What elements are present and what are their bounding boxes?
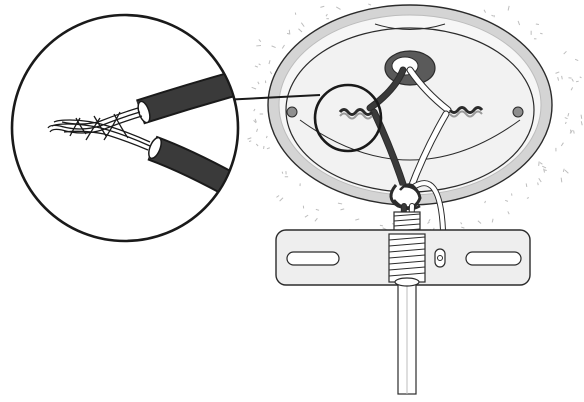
texture-speck bbox=[574, 58, 579, 62]
texture-speck bbox=[571, 78, 574, 82]
texture-speck bbox=[477, 220, 482, 224]
texture-speck bbox=[288, 29, 291, 35]
texture-speck bbox=[483, 9, 486, 13]
texture-speck bbox=[253, 120, 257, 124]
fixture-wires bbox=[370, 108, 450, 233]
texture-speck bbox=[564, 121, 567, 125]
texture-speck bbox=[517, 20, 521, 26]
texture-speck bbox=[491, 14, 494, 17]
texture-speck bbox=[298, 28, 303, 33]
threaded-nipple bbox=[388, 233, 426, 395]
texture-speck bbox=[539, 162, 543, 165]
texture-speck bbox=[255, 143, 259, 147]
texture-speck bbox=[569, 129, 573, 134]
texture-speck bbox=[257, 81, 260, 85]
texture-speck bbox=[491, 218, 494, 223]
texture-speck bbox=[540, 32, 543, 35]
texture-speck bbox=[538, 161, 540, 166]
box-screw-hole-right bbox=[512, 106, 524, 118]
texture-speck bbox=[560, 142, 564, 147]
texture-speck bbox=[320, 5, 325, 8]
texture-speck bbox=[573, 130, 575, 134]
texture-speck bbox=[304, 214, 309, 218]
texture-speck bbox=[427, 221, 430, 224]
wire-splice-left bbox=[338, 108, 374, 120]
texture-speck bbox=[570, 87, 574, 91]
texture-speck bbox=[286, 32, 290, 35]
texture-speck bbox=[251, 86, 257, 90]
detail-highlight-circle bbox=[313, 83, 383, 153]
texture-speck bbox=[575, 80, 579, 83]
texture-speck bbox=[256, 128, 259, 132]
texture-speck bbox=[537, 182, 539, 186]
texture-speck bbox=[271, 45, 276, 49]
texture-speck bbox=[281, 44, 285, 49]
texture-speck bbox=[254, 65, 259, 68]
texture-speck bbox=[580, 121, 583, 126]
texture-speck bbox=[269, 71, 273, 75]
texture-speck bbox=[258, 39, 262, 43]
texture-speck bbox=[248, 140, 252, 143]
texture-speck bbox=[579, 76, 582, 79]
texture-speck bbox=[507, 211, 510, 215]
callout-leader-line bbox=[221, 94, 321, 101]
ceiling-texture bbox=[247, 3, 583, 236]
magnified-twisted-strands bbox=[47, 107, 151, 151]
texture-speck bbox=[544, 169, 547, 171]
supply-wires bbox=[366, 66, 452, 114]
texture-speck bbox=[314, 217, 318, 222]
texture-speck bbox=[265, 135, 268, 139]
texture-speck bbox=[525, 183, 528, 188]
texture-speck bbox=[247, 137, 252, 140]
texture-speck bbox=[557, 76, 560, 81]
texture-speck bbox=[266, 147, 270, 150]
texture-speck bbox=[335, 6, 341, 10]
texture-speck bbox=[564, 117, 568, 120]
texture-speck bbox=[504, 199, 509, 202]
texture-speck bbox=[279, 197, 284, 202]
texture-speck bbox=[276, 195, 280, 198]
texture-speck bbox=[567, 112, 570, 117]
texture-speck bbox=[460, 222, 463, 225]
texture-speck bbox=[555, 71, 560, 74]
texture-speck bbox=[253, 108, 256, 112]
texture-speck bbox=[543, 168, 545, 173]
texture-speck bbox=[368, 3, 372, 6]
texture-speck bbox=[562, 168, 565, 173]
texture-speck bbox=[428, 218, 431, 222]
texture-speck bbox=[281, 171, 284, 174]
texture-speck bbox=[268, 60, 271, 65]
texture-speck bbox=[535, 23, 540, 26]
wire-splice-right bbox=[448, 106, 484, 118]
bracket-slot-right bbox=[465, 251, 522, 266]
texture-speck bbox=[461, 226, 465, 229]
texture-speck bbox=[580, 114, 583, 119]
texture-speck bbox=[300, 22, 305, 27]
texture-speck bbox=[542, 165, 547, 169]
texture-speck bbox=[484, 200, 486, 204]
texture-speck bbox=[538, 178, 542, 183]
texture-speck bbox=[315, 208, 320, 211]
bracket-slot-left bbox=[286, 251, 340, 266]
texture-speck bbox=[379, 224, 384, 227]
texture-speck bbox=[340, 208, 345, 211]
electrical-box bbox=[267, 4, 553, 206]
texture-speck bbox=[258, 63, 261, 66]
magnified-detail bbox=[10, 13, 240, 243]
texture-speck bbox=[507, 5, 510, 11]
box-screw-hole-left bbox=[286, 106, 298, 118]
texture-speck bbox=[254, 118, 257, 123]
texture-speck bbox=[382, 227, 387, 231]
ground-screw bbox=[434, 248, 446, 268]
texture-speck bbox=[560, 177, 563, 183]
texture-speck bbox=[563, 50, 567, 55]
texture-speck bbox=[355, 218, 360, 221]
texture-speck bbox=[337, 202, 343, 205]
texture-speck bbox=[561, 75, 563, 80]
texture-speck bbox=[325, 13, 328, 17]
texture-speck bbox=[564, 169, 569, 174]
texture-speck bbox=[526, 197, 530, 199]
